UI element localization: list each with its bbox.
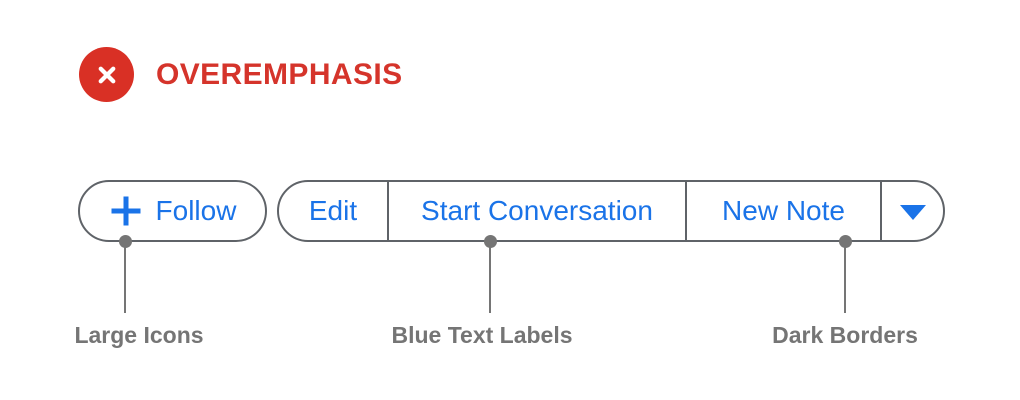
edit-button-label: Edit <box>308 195 358 226</box>
annotation-label: Large Icons <box>74 322 204 348</box>
follow-button[interactable]: Follow <box>78 180 267 242</box>
plus-icon <box>109 194 143 228</box>
error-badge <box>79 47 134 102</box>
page-title: OVEREMPHASIS <box>156 58 403 91</box>
start-conversation-button[interactable]: Start Conversation <box>389 182 687 240</box>
callout-line <box>489 246 491 313</box>
edit-button[interactable]: Edit <box>279 182 389 240</box>
start-conversation-button-label: Start Conversation <box>421 195 653 226</box>
callout-dot <box>483 235 497 248</box>
annotation-label: Blue Text Labels <box>391 322 573 348</box>
follow-button-label: Follow <box>155 195 237 226</box>
annotation-label: Dark Borders <box>772 322 918 348</box>
callout-dot <box>838 235 852 248</box>
button-group: Edit Start Conversation New Note <box>277 180 945 242</box>
callout-line <box>124 246 126 313</box>
dropdown-arrow-icon <box>899 204 926 220</box>
x-icon <box>92 60 122 90</box>
new-note-button[interactable]: New Note <box>687 182 882 240</box>
callout-line <box>844 246 846 313</box>
dropdown-button[interactable] <box>882 182 943 240</box>
callout-dot <box>118 235 132 248</box>
new-note-button-label: New Note <box>722 195 845 226</box>
